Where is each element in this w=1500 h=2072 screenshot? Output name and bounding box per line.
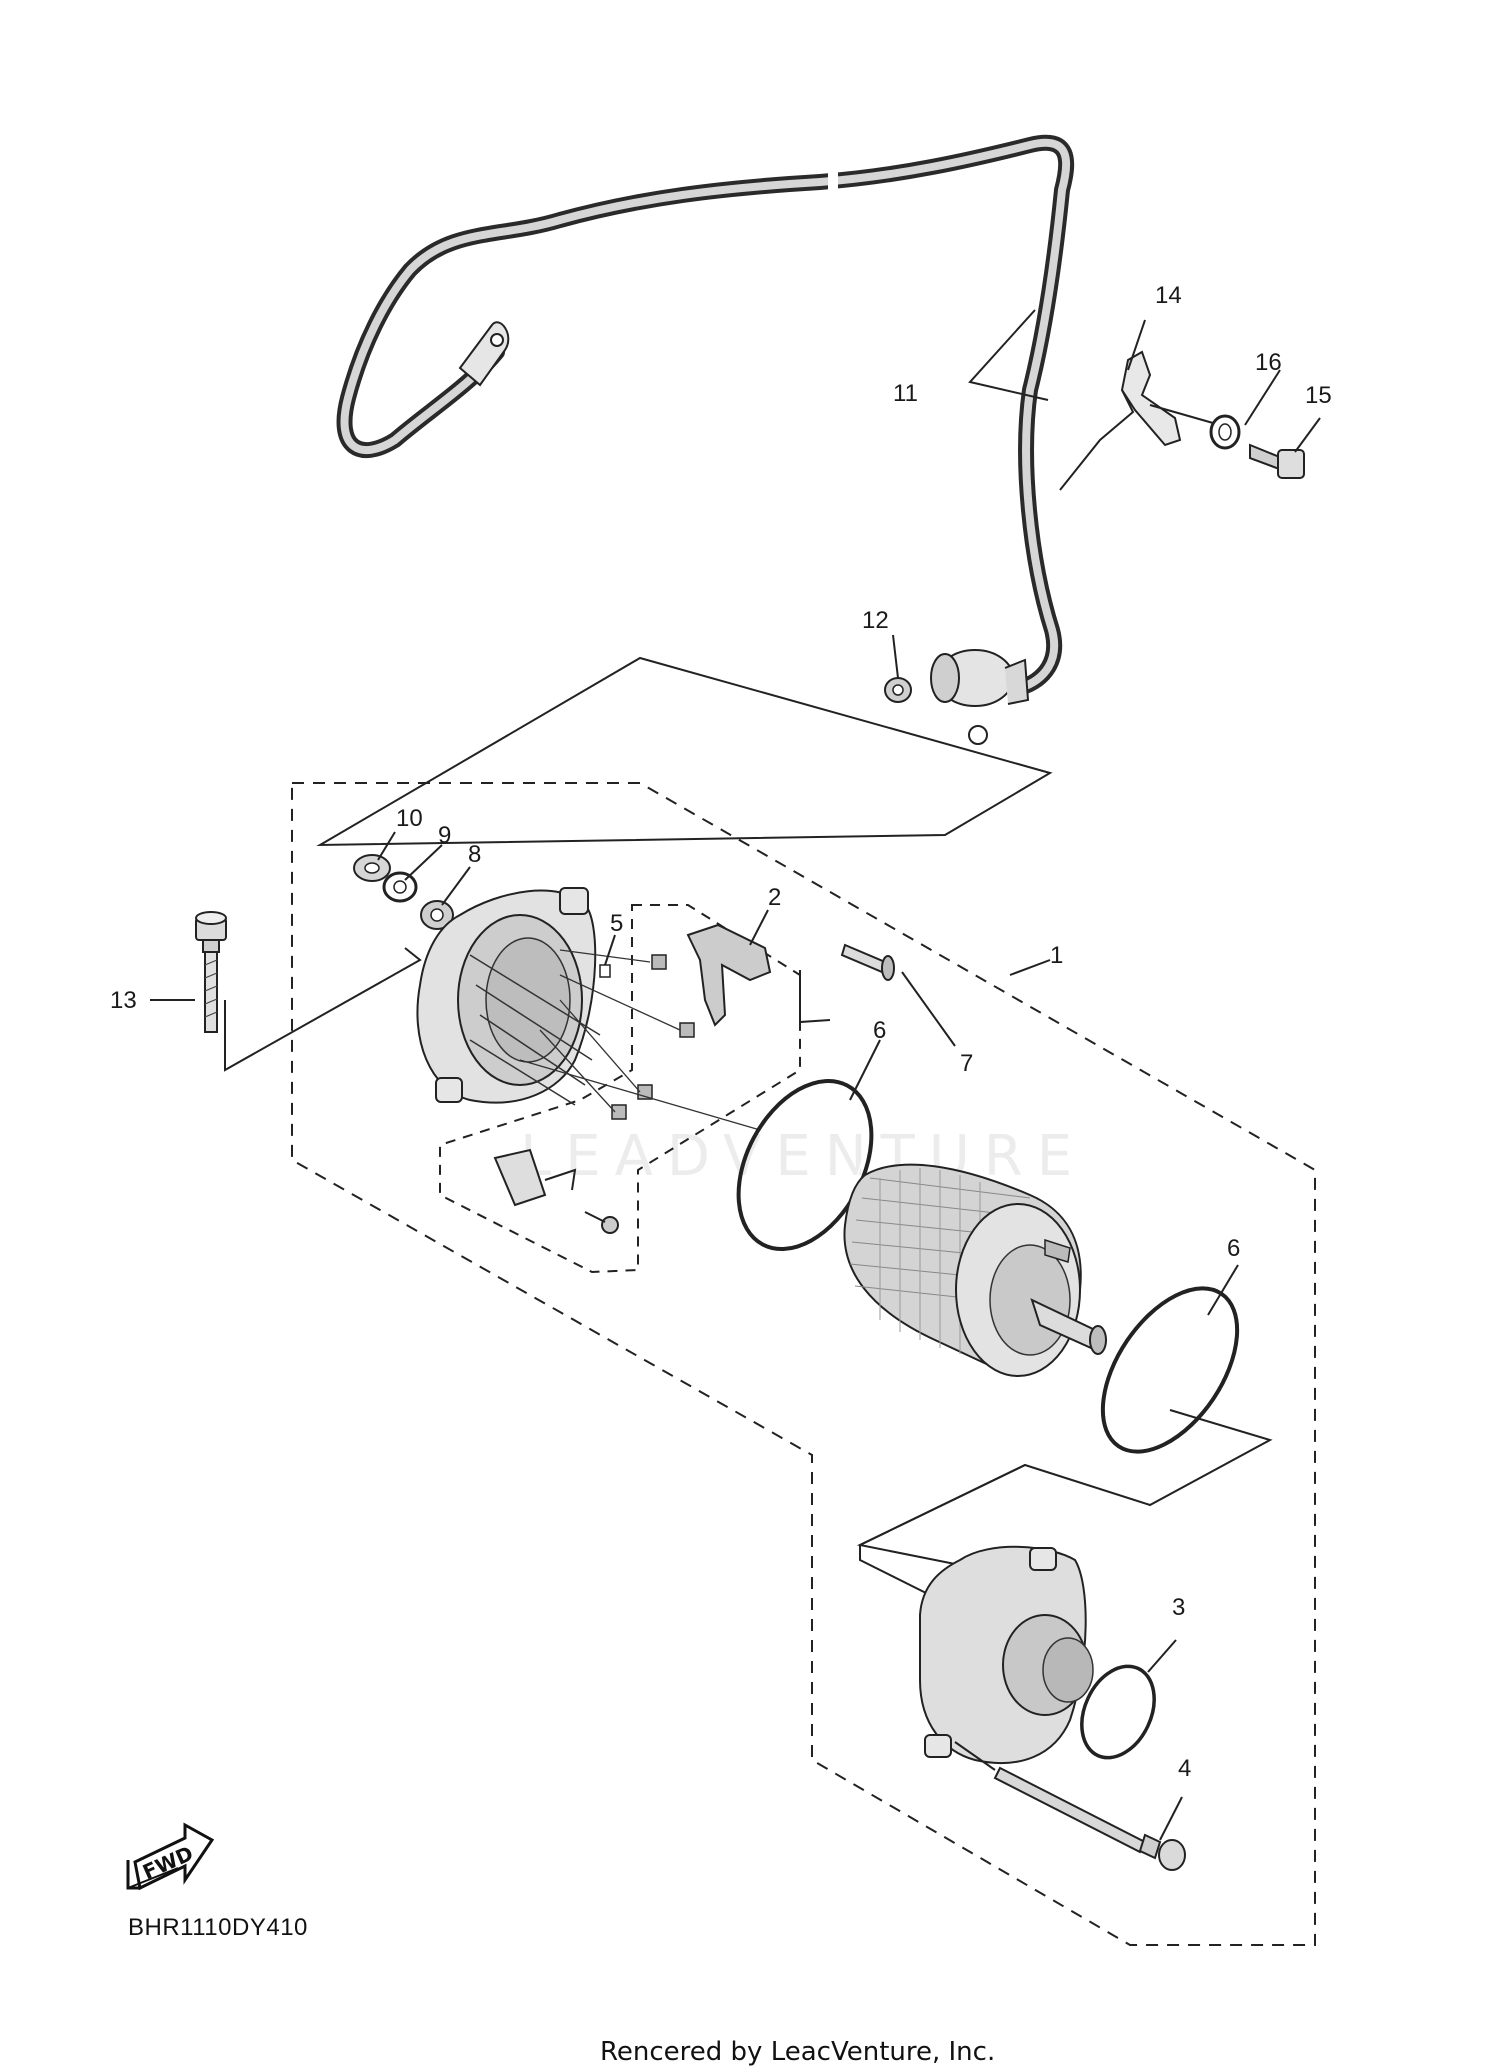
callout-6-lower: 6 <box>1227 1235 1240 1262</box>
brush-holder-plate-2 <box>686 923 772 1027</box>
screw-7 <box>840 943 895 981</box>
connector-clip <box>493 1148 619 1234</box>
wire-break <box>828 168 838 198</box>
spring-5 <box>599 964 611 978</box>
reference-outline-front-cover <box>859 1464 1026 1601</box>
callout-14: 14 <box>1155 282 1182 309</box>
bolt-15 <box>1249 443 1305 479</box>
through-bolt-4 <box>954 1741 1186 1871</box>
o-ring-3 <box>1080 1664 1156 1760</box>
callout-10: 10 <box>396 805 423 832</box>
starter-lead-wire <box>336 134 1075 696</box>
watermark-text: LEADVENTURE <box>520 1124 1086 1189</box>
assembly-boundary-dashed <box>291 782 1316 1946</box>
terminal-boot <box>930 649 1030 745</box>
callout-1: 1 <box>1050 942 1063 969</box>
callout-5: 5 <box>610 910 623 937</box>
callout-leaders <box>150 309 1321 1841</box>
callout-2: 2 <box>768 884 781 911</box>
callout-16: 16 <box>1255 349 1282 376</box>
callout-9: 9 <box>438 822 451 849</box>
bracket-14 <box>1059 350 1221 491</box>
brush-leader-lines <box>519 949 761 1131</box>
callout-8: 8 <box>468 841 481 868</box>
reference-outline-step <box>799 970 831 1024</box>
callout-7: 7 <box>960 1050 973 1077</box>
bolt-13 <box>195 911 227 1033</box>
callout-15: 15 <box>1305 382 1332 409</box>
fwd-arrow-icon: FWD <box>126 1822 215 1891</box>
starter-lead-wire-highlight <box>340 138 1071 692</box>
brush-set <box>611 954 695 1120</box>
footer-credit: Rencered by LeacVenture, Inc. <box>600 2037 995 2067</box>
callout-4: 4 <box>1178 1755 1191 1782</box>
starter-yoke-armature <box>843 1163 1107 1377</box>
callout-13: 13 <box>110 987 137 1014</box>
front-cover <box>919 1545 1094 1764</box>
washer-10 <box>353 854 391 882</box>
callout-12: 12 <box>862 607 889 634</box>
washer-8 <box>420 900 454 930</box>
callout-11: 11 <box>893 380 918 407</box>
washer-16 <box>1209 414 1241 450</box>
brush-holder-boundary-dashed <box>439 904 801 1274</box>
o-ring-6-lower <box>1100 1286 1240 1454</box>
callout-3: 3 <box>1172 1594 1185 1621</box>
o-ring-6-upper-inner <box>743 1086 867 1244</box>
nut-12 <box>884 677 912 703</box>
rear-end-cover <box>416 887 601 1106</box>
reference-outline-bolt13 <box>224 947 422 1072</box>
reference-outline-upper <box>316 656 1053 847</box>
callout-6-upper: 6 <box>873 1017 886 1044</box>
diagram-part-code: BHR1110DY410 <box>128 1914 308 1941</box>
washer-9 <box>382 871 418 903</box>
ring-terminal-hole <box>490 333 504 347</box>
